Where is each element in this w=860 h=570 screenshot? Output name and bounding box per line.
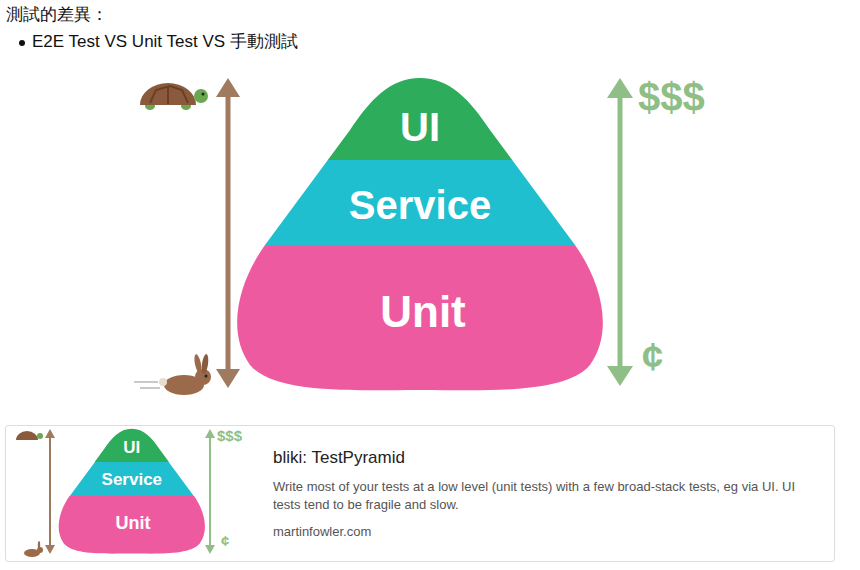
- arrow-head: [45, 429, 55, 438]
- cost-low: ¢: [221, 532, 229, 549]
- band-fill: [91, 429, 173, 462]
- arrow-head: [205, 429, 215, 438]
- arrow-head: [205, 545, 215, 554]
- card-description: Write most of your tests at a low level …: [273, 478, 818, 514]
- speed-arrow: [49, 436, 51, 548]
- bullet-dot: [19, 40, 25, 46]
- cost-arrow: [209, 436, 211, 548]
- arrow-head: [216, 369, 240, 388]
- speed-arrow: [226, 92, 231, 374]
- turtle-icon: [16, 431, 43, 440]
- cost-low: ¢: [642, 336, 663, 380]
- service-band: Service: [67, 462, 197, 496]
- rabbit-icon: [134, 354, 211, 395]
- turtle-icon: [140, 83, 208, 110]
- cost-high: $$$: [638, 74, 705, 120]
- band-fill: [67, 462, 197, 496]
- ui-band: UI: [91, 428, 173, 462]
- band-label: Service: [258, 185, 582, 225]
- band-label: Unit: [55, 514, 211, 532]
- arrow-head: [607, 366, 633, 386]
- card-domain: martinfowler.com: [273, 523, 818, 541]
- unit-band: Unit: [228, 246, 618, 394]
- arrow-head: [45, 545, 55, 554]
- card-title: bliki: TestPyramid: [273, 446, 818, 470]
- cost-high: $$$: [217, 427, 242, 444]
- band-label: Service: [67, 471, 197, 488]
- ui-band: UI: [318, 76, 522, 160]
- page-title: 測試的差異：: [6, 3, 108, 26]
- cost-arrow: [618, 92, 623, 372]
- rabbit-icon: [24, 541, 43, 557]
- band-fill: [258, 160, 582, 246]
- band-label: UI: [91, 439, 173, 456]
- band-label: UI: [318, 107, 522, 147]
- arrow-head: [216, 78, 240, 97]
- band-fill: [318, 78, 522, 160]
- bullet-text: E2E Test VS Unit Test VS 手動測試: [32, 32, 298, 52]
- arrow-head: [607, 78, 633, 98]
- link-card: bliki: TestPyramidWrite most of your tes…: [5, 425, 835, 562]
- service-band: Service: [258, 160, 582, 246]
- unit-band: Unit: [55, 496, 211, 555]
- band-label: Unit: [228, 290, 618, 334]
